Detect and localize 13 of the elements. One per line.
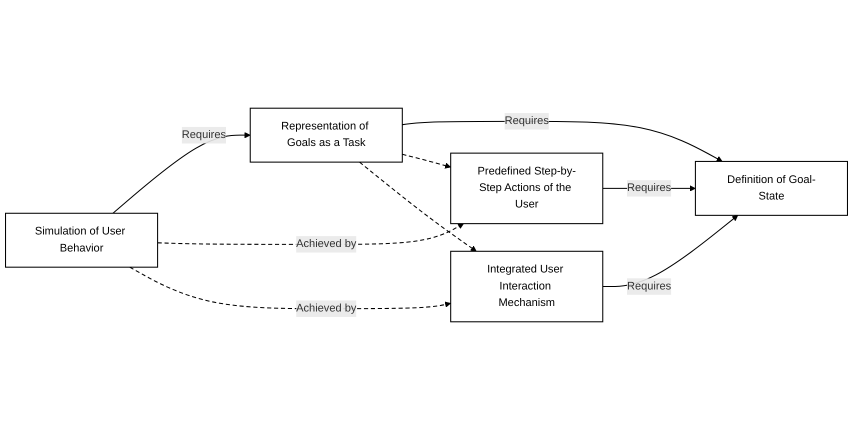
node-box: Simulation of User Behavior (5, 212, 158, 268)
node-box: Representation of Goals as a Task (250, 108, 403, 163)
node-box: Definition of Goal-State (694, 160, 848, 216)
edge-label: Achieved by (296, 238, 356, 250)
edge-label: Requires (626, 182, 672, 194)
edge-label: Requires (182, 128, 226, 141)
arrow (402, 154, 451, 169)
edge-label: Requires (626, 280, 672, 292)
node-box: Integrated User Interaction Mechanism (450, 250, 604, 322)
arrow (359, 162, 477, 252)
edge-label: Achieved by (296, 302, 356, 314)
node-box: Predefined Step-by-Step Actions of the User (450, 152, 604, 224)
edge-label: Requires (504, 115, 549, 127)
